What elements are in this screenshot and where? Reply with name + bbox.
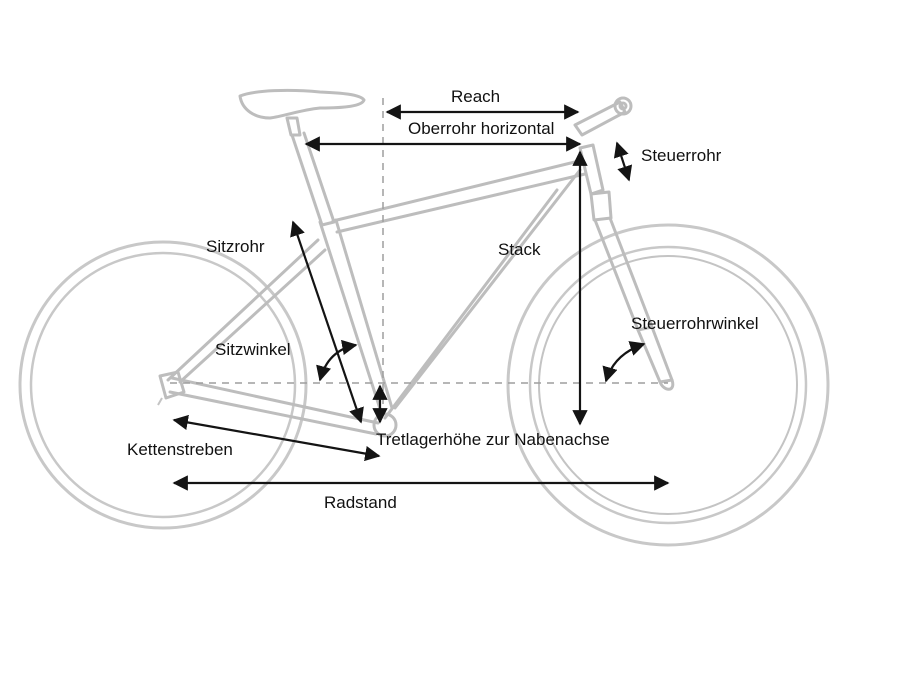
label-reach: Reach: [451, 87, 500, 106]
label-oberrohr-horizontal: Oberrohr horizontal: [408, 119, 554, 138]
steuerrohr-arrow: [613, 141, 633, 182]
kettenstreben-arrow: [172, 414, 381, 462]
label-tretlagerhoehe: Tretlagerhöhe zur Nabenachse: [376, 430, 610, 449]
label-sitzwinkel: Sitzwinkel: [215, 340, 291, 359]
seat-tube: [290, 131, 336, 227]
sitzwinkel-arrow: [316, 339, 358, 382]
top-tube: [331, 158, 587, 234]
label-stack: Stack: [498, 240, 541, 259]
label-radstand: Radstand: [324, 493, 397, 512]
sitzrohr-arrow: [290, 220, 364, 424]
saddle: [238, 88, 366, 120]
bike-drawing: [18, 88, 830, 547]
seatpost: [285, 116, 302, 137]
front-wheel: [506, 223, 830, 547]
label-steuerrohrwinkel: Steuerrohrwinkel: [631, 314, 759, 333]
down-tube: [383, 168, 582, 420]
measurements: [172, 104, 670, 491]
stem: [573, 100, 627, 137]
labels: Reach Oberrohr horizontal Steuerrohr Sit…: [127, 87, 759, 512]
steuerrohrwinkel-arrow: [602, 341, 646, 383]
head-tube: [578, 143, 605, 196]
label-sitzrohr: Sitzrohr: [206, 237, 265, 256]
label-steuerrohr: Steuerrohr: [641, 146, 722, 165]
label-kettenstreben: Kettenstreben: [127, 440, 233, 459]
seatstay: [166, 238, 327, 384]
fork: [589, 190, 613, 222]
